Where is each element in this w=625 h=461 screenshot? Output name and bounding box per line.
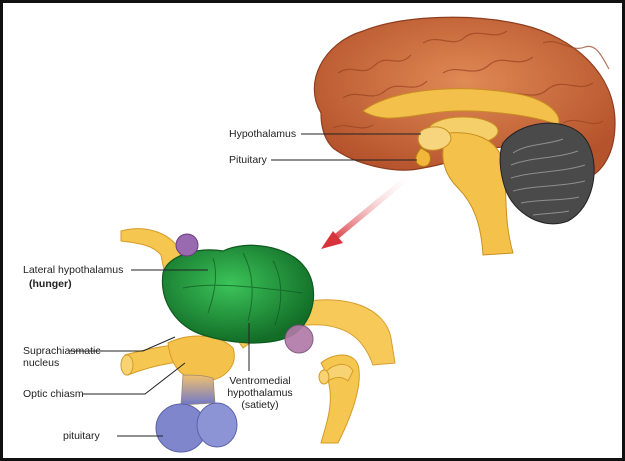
cerebellum bbox=[500, 123, 594, 224]
label-suprachiasmatic-line2: nucleus bbox=[23, 357, 59, 369]
zoom-arrow bbox=[321, 173, 413, 249]
label-suprachiasmatic-line1: Suprachiasmatic bbox=[23, 345, 101, 357]
small-tube-end bbox=[319, 370, 329, 384]
pituitary-stalk bbox=[181, 375, 215, 405]
optic-nerve-end bbox=[121, 355, 133, 375]
label-pituitary-top: Pituitary bbox=[229, 154, 267, 166]
label-hypothalamus: Hypothalamus bbox=[229, 128, 296, 140]
label-optic-chiasm: Optic chiasm bbox=[23, 388, 84, 400]
label-satiety: (satiety) bbox=[225, 399, 295, 411]
hypothalamus-small bbox=[418, 127, 451, 150]
purple-nucleus-top bbox=[176, 234, 198, 256]
label-ventromedial-line2: hypothalamus bbox=[225, 387, 295, 399]
label-lateral-hypothalamus: Lateral hypothalamus bbox=[23, 264, 123, 276]
purple-nucleus-right bbox=[285, 325, 313, 353]
label-ventromedial-line1: Ventromedial bbox=[225, 375, 295, 387]
label-pituitary-bottom: pituitary bbox=[63, 430, 100, 442]
label-hunger: (hunger) bbox=[29, 278, 72, 290]
hypothalamus-enlarged bbox=[121, 229, 395, 452]
diagram-artwork bbox=[3, 3, 622, 458]
